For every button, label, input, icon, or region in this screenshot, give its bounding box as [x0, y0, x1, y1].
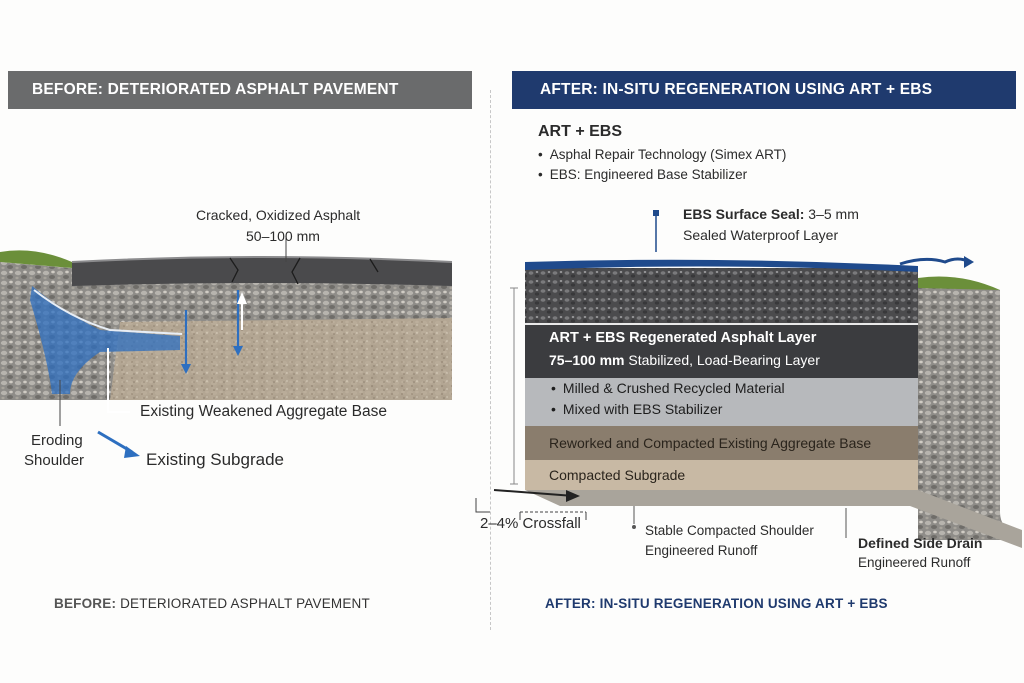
after-regen-top — [525, 268, 918, 324]
before-cross-section — [0, 238, 453, 458]
after-regen-layer — [525, 324, 918, 378]
after-shoulder-line-2: Engineered Runoff — [645, 543, 758, 558]
before-footer-prefix: BEFORE: — [54, 596, 117, 611]
after-subgrade-layer — [525, 460, 918, 490]
after-shoulder — [918, 282, 1022, 540]
after-shoulder-line-1: Stable Compacted Shoulder — [645, 523, 814, 538]
before-footer-rest: DETERIORATED ASPHALT PAVEMENT — [116, 596, 370, 611]
after-seal-title-line: EBS Surface Seal: 3–5 mm — [683, 206, 859, 222]
after-seal-thickness: 3–5 mm — [804, 206, 859, 222]
before-banner: BEFORE: DETERIORATED ASPHALT PAVEMENT — [8, 71, 472, 109]
after-cross-section — [475, 210, 1022, 548]
after-regen-title: ART + EBS Regenerated Asphalt Layer — [549, 330, 817, 346]
before-subgrade-label: Existing Subgrade — [146, 450, 284, 469]
asphalt-cracks — [229, 257, 379, 285]
before-grass — [0, 250, 72, 268]
after-banner: AFTER: IN-SITU REGENERATION USING ART + … — [512, 71, 1016, 109]
after-drain-line-2: Engineered Runoff — [858, 555, 971, 570]
after-subgrade-label: Compacted Subgrade — [549, 467, 686, 483]
before-banner-title: BEFORE: DETERIORATED ASPHALT PAVEMENT — [32, 81, 399, 98]
before-shoulder-label-1: Eroding — [31, 432, 83, 449]
after-regen-line: 75–100 mm Stabilized, Load-Bearing Layer — [549, 352, 820, 368]
after-mix-bullet-1: Milled & Crushed Recycled Material — [551, 380, 785, 396]
panel-divider — [490, 90, 491, 630]
after-seal-title: EBS Surface Seal: — [683, 206, 805, 222]
after-seal-desc: Sealed Waterproof Layer — [683, 227, 839, 243]
after-bullet-ebs: EBS: Engineered Base Stabilizer — [538, 167, 747, 182]
before-asphalt-label: Cracked, Oxidized Asphalt — [196, 207, 361, 223]
before-asphalt-thickness: 50–100 mm — [246, 228, 320, 244]
after-regen-desc: Stabilized, Load-Bearing Layer — [624, 352, 820, 368]
before-base-label: Existing Weakened Aggregate Base — [140, 403, 388, 420]
before-asphalt-layer — [72, 257, 452, 286]
before-subgrade-layer — [110, 318, 452, 400]
before-footer: BEFORE: DETERIORATED ASPHALT PAVEMENT — [54, 596, 370, 611]
after-mix-bullet-2: Mixed with EBS Stabilizer — [551, 401, 723, 417]
after-footer: AFTER: IN-SITU REGENERATION USING ART + … — [545, 596, 888, 611]
after-drain-line-1: Defined Side Drain — [858, 535, 983, 551]
after-base-label: Reworked and Compacted Existing Aggregat… — [549, 435, 872, 451]
after-regen-thickness: 75–100 mm — [549, 352, 625, 368]
before-shoulder-label-2: Shoulder — [24, 452, 85, 469]
after-banner-title: AFTER: IN-SITU REGENERATION USING ART + … — [540, 81, 933, 98]
ebs-surface-seal — [525, 259, 918, 272]
after-crossfall-label: 2–4% Crossfall — [480, 515, 581, 532]
after-base-layer — [525, 426, 918, 460]
after-bullet-art: Asphal Repair Technology (Simex ART) — [538, 147, 787, 162]
after-heading: ART + EBS — [538, 123, 623, 140]
